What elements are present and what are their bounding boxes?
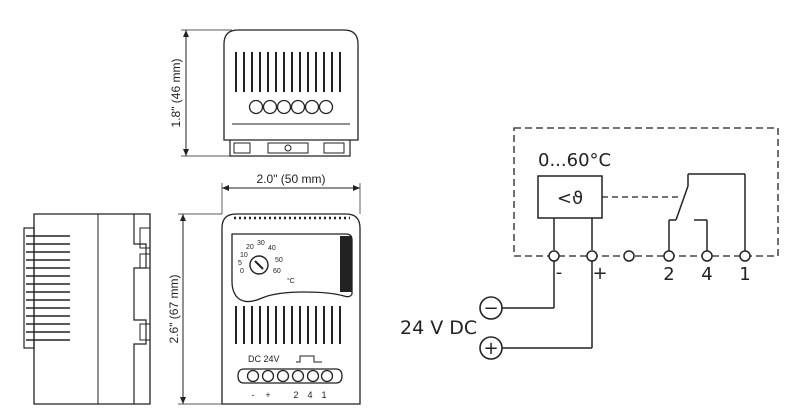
front-terminal-labels: - + 2 4 1 <box>252 390 327 400</box>
top-view-vents <box>235 52 341 92</box>
temperature-dial[interactable] <box>249 255 269 275</box>
top-view-screw-terminals <box>248 99 334 115</box>
dial-scale: 20 30 40 50 60 10 5 0 °C <box>238 240 295 285</box>
front-terminal-2: 2 <box>293 390 298 400</box>
dial-mark-10: 10 <box>240 252 248 259</box>
side-view-fins <box>26 235 70 341</box>
supply-minus-symbol <box>479 296 503 320</box>
dial-mark-0: 0 <box>240 268 244 275</box>
front-view-vents <box>235 306 341 344</box>
supply-plus-text: + <box>483 338 498 359</box>
dial-mark-5: 5 <box>238 260 242 267</box>
side-view-housing <box>33 213 151 405</box>
top-view: 1.8" (46 mm) <box>169 29 359 157</box>
dial-mark-20: 20 <box>246 244 254 251</box>
front-view: 2.0" (50 mm) 2.6" (67 mm) 20 30 40 50 60… <box>167 172 361 405</box>
side-view-din-rail-clip <box>133 214 151 404</box>
supply-plus-symbol <box>479 336 503 360</box>
front-terminal-block <box>237 368 343 384</box>
wiring-terminal-2: 2 <box>663 264 674 285</box>
front-terminal-4: 4 <box>307 390 312 400</box>
wiring-terminal-1: 1 <box>739 264 750 285</box>
wiring-diagram: 0...60°C <ϑ - + 2 4 1 <box>400 127 779 360</box>
width-dimension-label: 2.0" (50 mm) <box>257 172 326 186</box>
wiring-terminal-minus: - <box>556 262 563 283</box>
dial-mark-40: 40 <box>268 245 276 252</box>
front-terminal-screws <box>246 369 334 383</box>
sensor-symbol: <ϑ <box>557 188 583 209</box>
device-boundary <box>513 127 779 257</box>
relay-symbol <box>296 355 322 363</box>
dial-mark-60: 60 <box>273 268 281 275</box>
supply-wiring <box>502 261 593 349</box>
front-supply-label: DC 24V <box>248 354 280 364</box>
height-dimension-label: 1.8" (46 mm) <box>169 59 183 128</box>
wiring-terminal-plus: + <box>592 263 607 284</box>
side-view <box>23 213 151 405</box>
supply-minus-text: − <box>483 298 498 319</box>
dial-unit: °C <box>287 277 295 285</box>
range-label: 0...60°C <box>538 150 611 171</box>
top-view-housing <box>223 29 359 141</box>
front-terminal-plus: + <box>265 390 270 400</box>
front-view-housing <box>221 213 361 405</box>
wiring-terminal-4: 4 <box>701 264 712 285</box>
wiring-terminals <box>548 250 751 262</box>
dial-mark-50: 50 <box>275 257 283 264</box>
depth-dimension-label: 2.6" (67 mm) <box>167 275 181 344</box>
relay-contact <box>668 173 746 251</box>
dial-mark-30: 30 <box>257 240 265 247</box>
front-terminal-1: 1 <box>321 390 326 400</box>
front-terminal-minus: - <box>252 390 255 400</box>
supply-label: 24 V DC <box>400 317 477 339</box>
top-view-din-clip <box>229 140 351 157</box>
